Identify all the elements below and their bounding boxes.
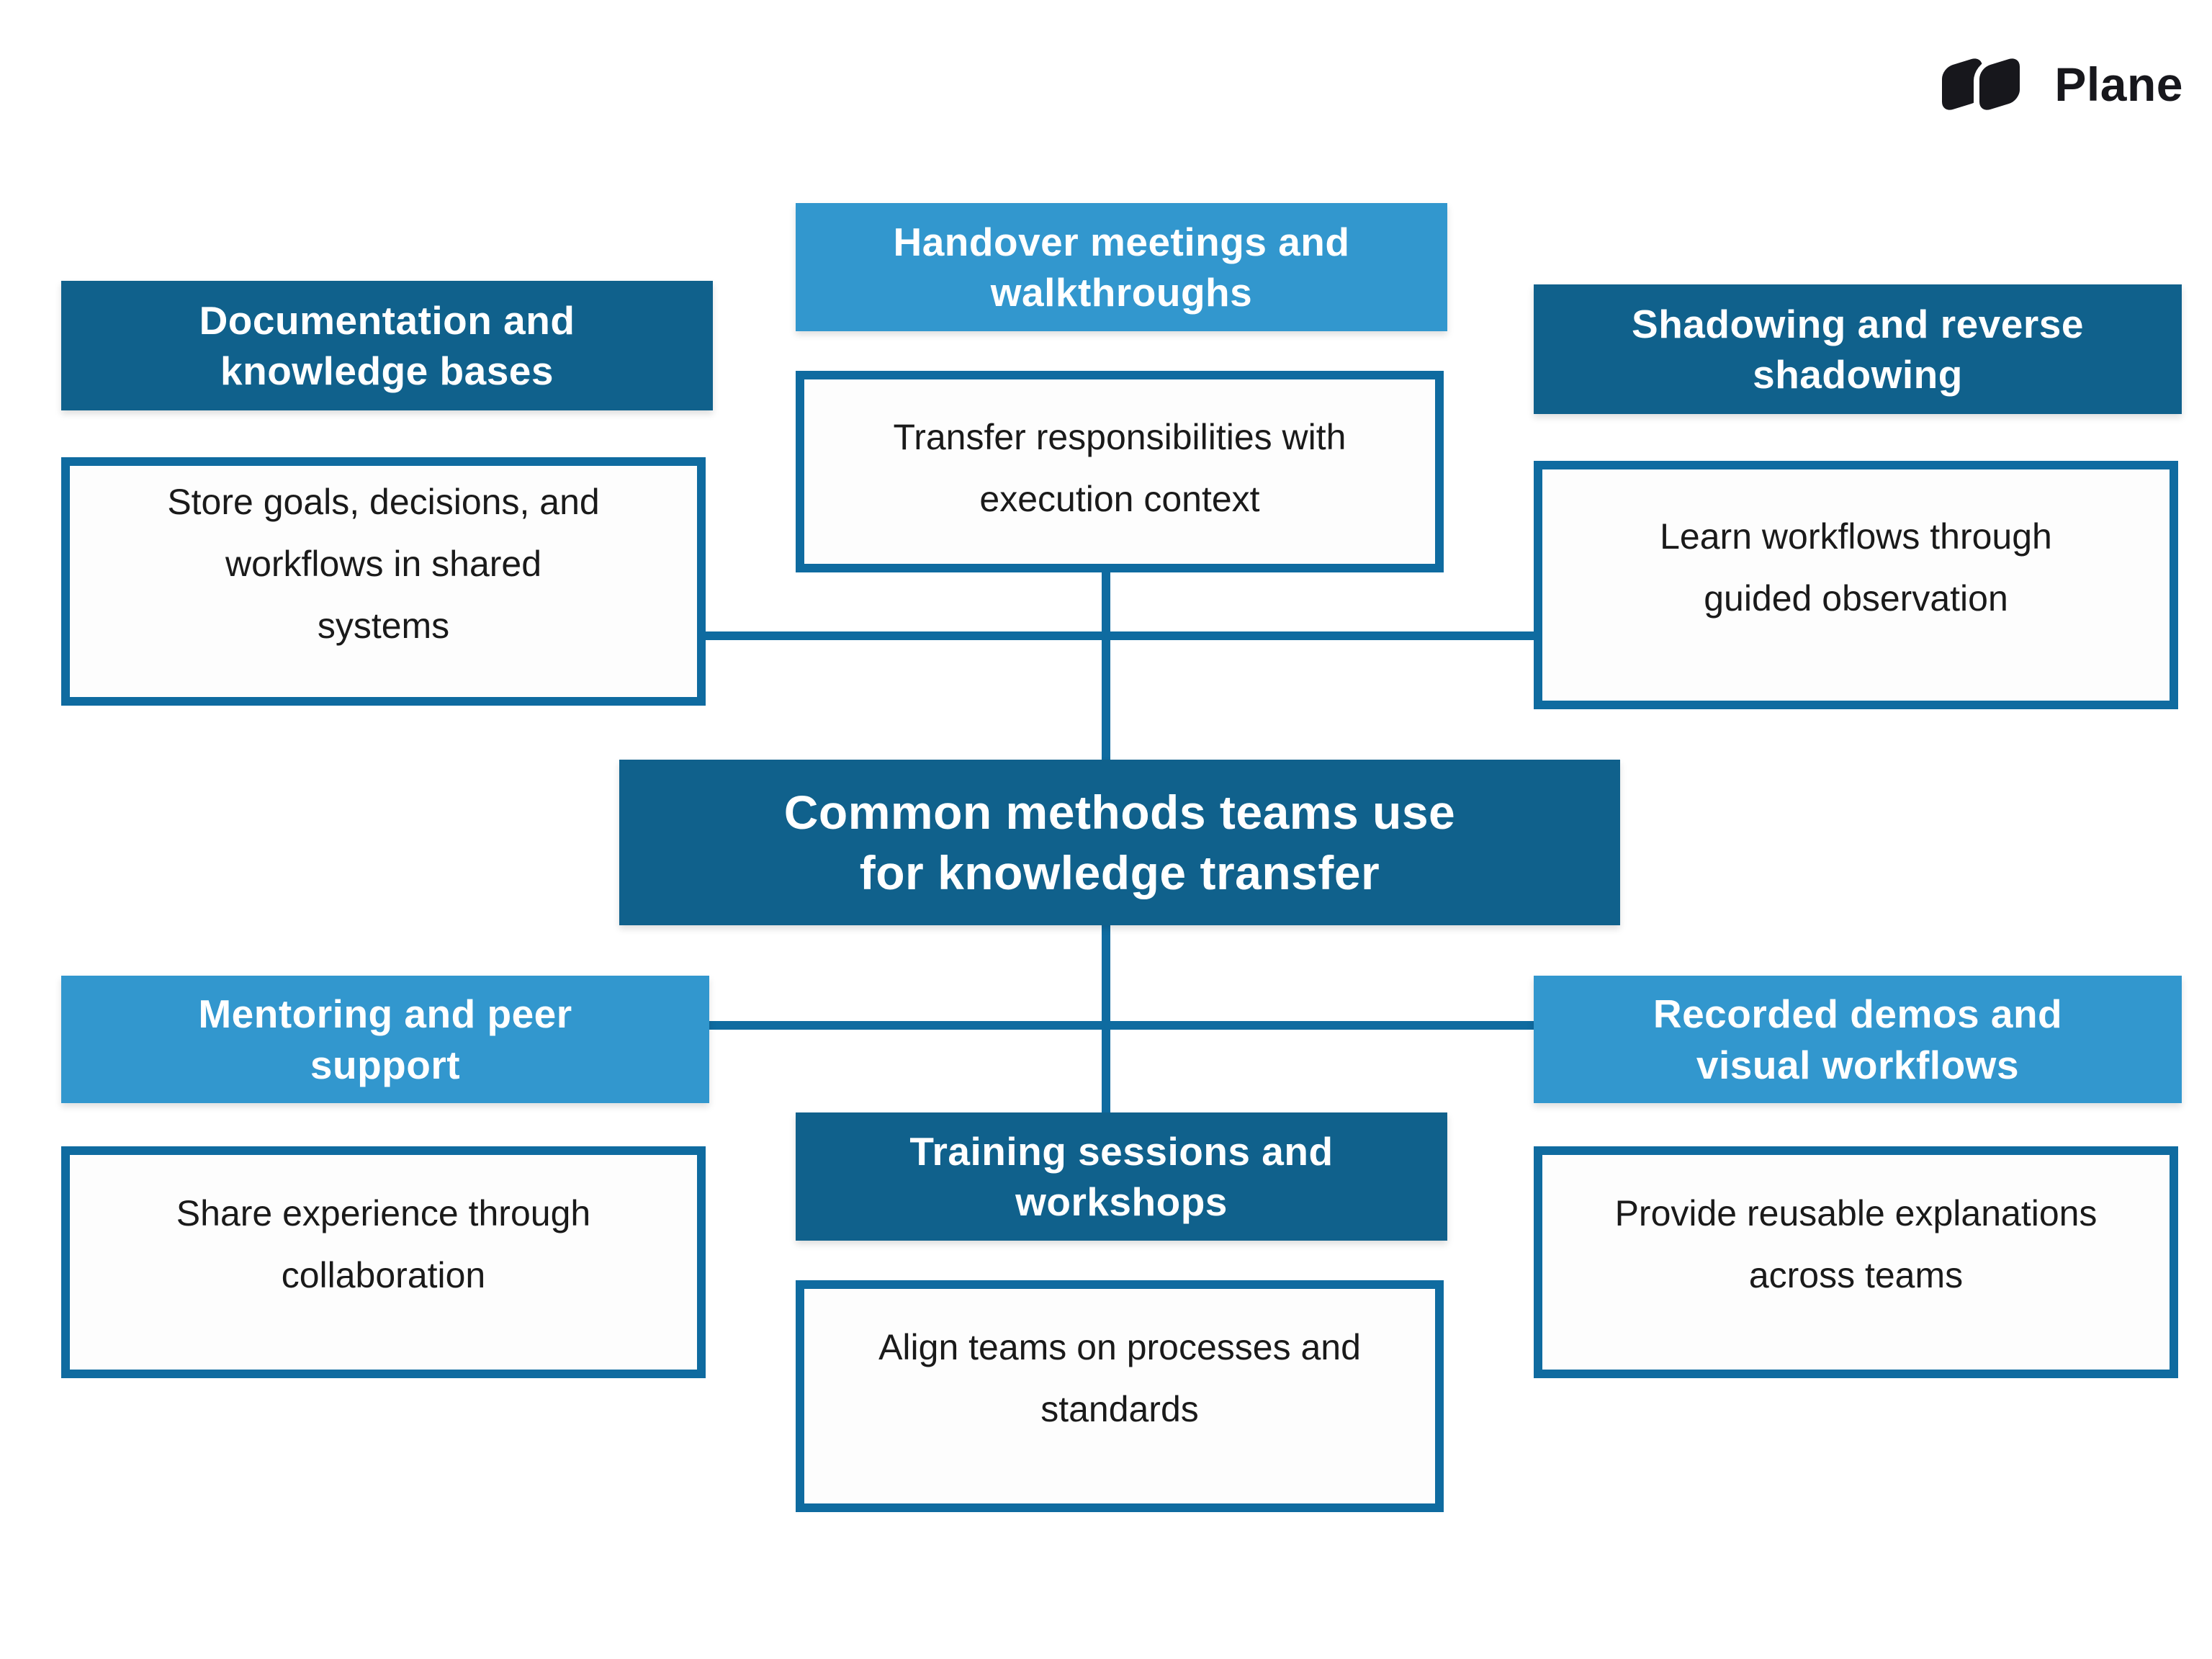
connector-top-vertical (1102, 571, 1110, 761)
branch-handover-description: Transfer responsibilities with execution… (893, 417, 1346, 519)
branch-recorded-title: Recorded demos and visual workflows (1653, 992, 2063, 1087)
branch-shadowing-title: Shadowing and reverse shadowing (1632, 301, 2084, 397)
branch-shadowing-detail: Learn workflows through guided observati… (1534, 461, 2178, 709)
branch-documentation-description: Store goals, decisions, and workflows in… (167, 481, 600, 646)
connector-top-horizontal (702, 631, 1536, 640)
connector-bottom-horizontal (706, 1021, 1536, 1030)
branch-training-header: Training sessions and workshops (796, 1112, 1447, 1241)
branch-handover-header: Handover meetings and walkthroughs (796, 203, 1447, 331)
branch-training-description: Align teams on processes and standards (878, 1327, 1361, 1429)
branch-shadowing-header: Shadowing and reverse shadowing (1534, 284, 2182, 414)
branch-training-title: Training sessions and workshops (909, 1128, 1334, 1224)
plane-logo: Plane (1942, 55, 2183, 113)
branch-handover-title: Handover meetings and walkthroughs (893, 219, 1350, 315)
branch-documentation-detail: Store goals, decisions, and workflows in… (61, 457, 706, 706)
center-node-title: Common methods teams use for knowledge t… (783, 785, 1456, 899)
branch-handover-detail: Transfer responsibilities with execution… (796, 371, 1444, 572)
branch-documentation-title: Documentation and knowledge bases (199, 297, 575, 393)
branch-mentoring-header: Mentoring and peer support (61, 976, 709, 1103)
branch-recorded-header: Recorded demos and visual workflows (1534, 976, 2182, 1103)
branch-recorded-detail: Provide reusable explanations across tea… (1534, 1146, 2178, 1378)
branch-documentation-header: Documentation and knowledge bases (61, 281, 713, 410)
plane-logo-icon (1942, 55, 2036, 113)
branch-mentoring-description: Share experience through collaboration (176, 1193, 591, 1295)
connector-bottom-vertical (1102, 924, 1110, 1115)
branch-mentoring-detail: Share experience through collaboration (61, 1146, 706, 1378)
plane-logo-tile-left (1942, 55, 1983, 113)
branch-mentoring-title: Mentoring and peer support (198, 992, 572, 1087)
branch-recorded-description: Provide reusable explanations across tea… (1614, 1193, 2098, 1295)
center-node: Common methods teams use for knowledge t… (619, 760, 1620, 925)
branch-training-detail: Align teams on processes and standards (796, 1280, 1444, 1512)
plane-logo-wordmark: Plane (2054, 58, 2183, 111)
plane-logo-tile-right (1979, 55, 2020, 113)
branch-shadowing-description: Learn workflows through guided observati… (1660, 516, 2052, 619)
